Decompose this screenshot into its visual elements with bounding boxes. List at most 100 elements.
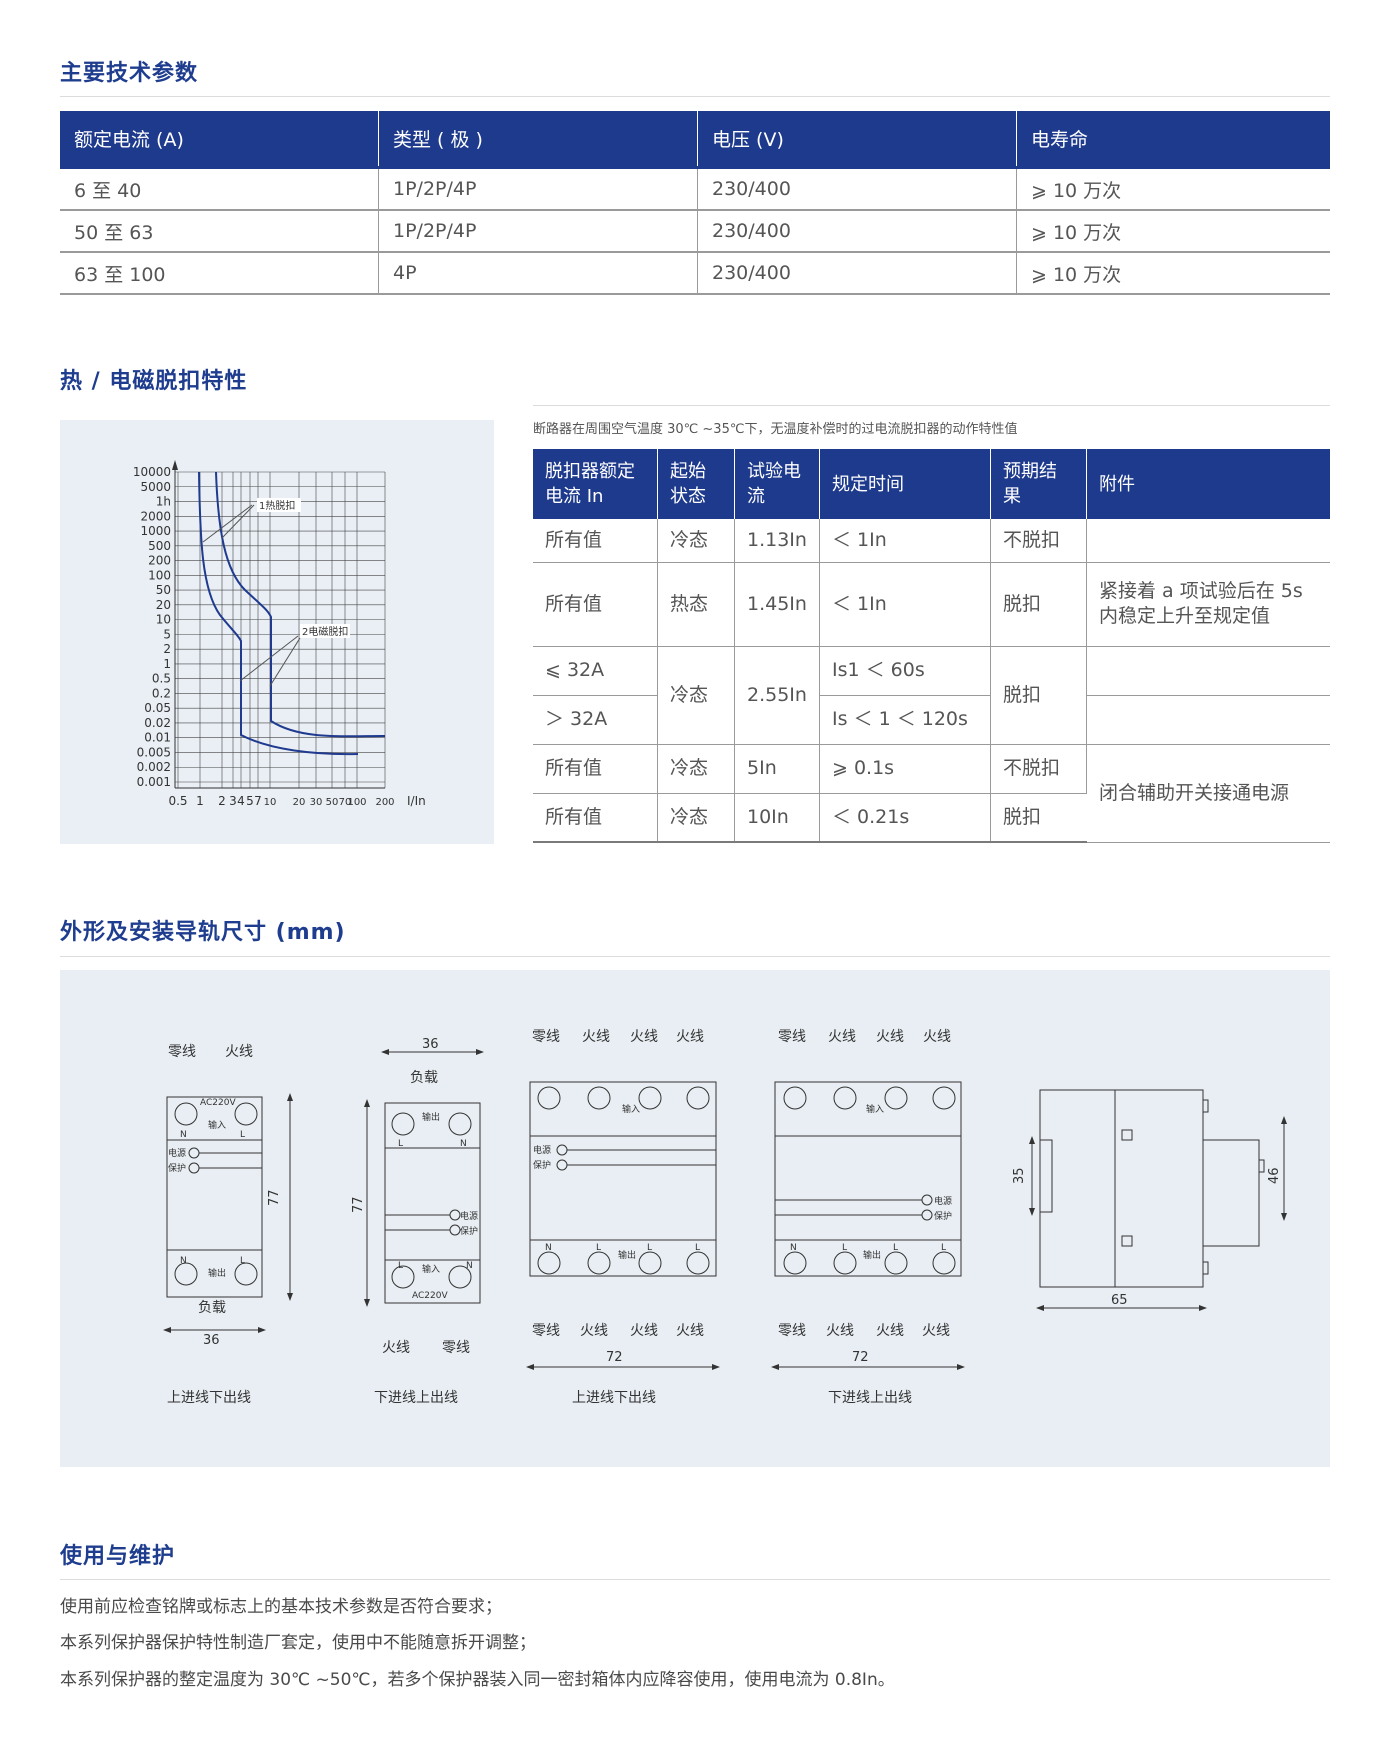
l-label: L	[647, 1243, 652, 1253]
terminal	[686, 1086, 710, 1110]
y-tick-label: 2000	[140, 509, 171, 523]
cell: 冷态	[657, 744, 735, 794]
dim-77: 77	[267, 1189, 282, 1206]
device-body	[166, 1096, 263, 1298]
marker	[1121, 1235, 1133, 1247]
col-header: 规定时间	[819, 449, 991, 519]
clip	[1202, 1261, 1209, 1275]
terminal	[783, 1251, 807, 1275]
dimension-drawings: 零线 火线 AC220V 输入 N L 电源 保护 N L 输出 负载 36	[163, 1029, 1287, 1406]
protect-label: 保护	[460, 1225, 478, 1237]
power-label: 电源	[168, 1147, 186, 1159]
terminal	[638, 1086, 662, 1110]
cell: Is1 ＜ 60s	[819, 646, 991, 696]
table-row: 所有值 冷态 5In ⩾ 0.1s 不脱扣 闭合辅助开关接通电源	[533, 744, 1330, 843]
divider	[60, 96, 1330, 97]
cell: 2.55In	[734, 646, 820, 745]
trip-note: 断路器在周围空气温度 30℃ ~35℃下，无温度补偿时的过电流脱扣器的动作特性值	[533, 422, 1018, 437]
cell: 6 至 40	[60, 167, 379, 211]
label-zero: 零线	[168, 1044, 196, 1060]
cell: 10In	[734, 793, 820, 843]
x-tick-label: 200	[375, 797, 394, 808]
magnetic-label: 2电磁脱扣	[302, 625, 348, 638]
label-live: 火线	[828, 1029, 856, 1045]
y-tick-label: 0.5	[152, 672, 171, 686]
n-label: N	[466, 1261, 473, 1271]
y-tick-label: 50	[156, 583, 171, 597]
x-tick-label: 100	[347, 797, 366, 808]
indicator	[188, 1162, 200, 1174]
divider	[60, 1579, 1330, 1580]
terminal	[587, 1251, 611, 1275]
n-label: N	[460, 1139, 467, 1149]
y-tick-label: 200	[148, 554, 171, 568]
col-header: 类型 ( 极 )	[378, 111, 698, 169]
cell	[1086, 519, 1330, 563]
x-tick-label: 70	[339, 797, 352, 808]
cell: 230/400	[697, 210, 1017, 253]
label-live: 火线	[876, 1029, 904, 1045]
terminal	[234, 1262, 258, 1286]
in-label: 输入	[866, 1103, 884, 1115]
label-bg	[257, 498, 301, 512]
divider	[60, 956, 1330, 957]
label-live: 火线	[630, 1323, 658, 1339]
dim-77: 77	[351, 1196, 366, 1213]
terminal	[833, 1251, 857, 1275]
cell: 1P/2P/4P	[378, 167, 698, 211]
l-label: L	[596, 1243, 601, 1253]
l-label: L	[893, 1243, 898, 1253]
terminal	[448, 1265, 472, 1289]
cell: ⩽ 32A	[533, 646, 658, 696]
indicator	[188, 1147, 200, 1159]
label-live: 火线	[225, 1044, 253, 1060]
cell: 所有值	[533, 562, 658, 647]
drawing-1p-top-in: 零线 火线 AC220V 输入 N L 电源 保护 N L 输出 负载 36	[163, 1044, 293, 1406]
table-header-row: 额定电流 (A) 类型 ( 极 ) 电压 (V) 电寿命	[60, 111, 1330, 169]
cell: 热态	[657, 562, 735, 647]
label-zero: 零线	[778, 1029, 806, 1045]
caption: 上进线下出线	[572, 1390, 656, 1406]
params-table: 额定电流 (A) 类型 ( 极 ) 电压 (V) 电寿命 6 至 40 1P/2…	[60, 111, 1330, 295]
terminal	[686, 1251, 710, 1275]
cell: 不脱扣	[990, 519, 1087, 563]
x-tick-label: 4	[237, 794, 245, 808]
y-tick-label: 0.005	[137, 745, 171, 759]
l-label: L	[398, 1261, 403, 1271]
terminal	[391, 1112, 415, 1136]
terminal	[174, 1102, 198, 1126]
label-live: 火线	[923, 1029, 951, 1045]
indicator	[449, 1224, 461, 1236]
cell: 脱扣	[990, 646, 1087, 745]
n-label: N	[180, 1130, 187, 1140]
indicator	[921, 1194, 933, 1206]
device-body	[774, 1081, 962, 1277]
label-bg	[300, 624, 350, 638]
label-zero: 零线	[442, 1340, 470, 1356]
cell: 1.13In	[734, 519, 820, 563]
caption: 上进线下出线	[167, 1390, 251, 1406]
l-label: L	[398, 1139, 403, 1149]
side-handle	[1202, 1139, 1260, 1247]
usage-line: 本系列保护器保护特性制造厂套定，使用中不能随意拆开调整；	[60, 1633, 536, 1653]
col-header: 脱扣器额定电流 In	[533, 449, 658, 519]
x-tick-label: 50	[326, 797, 339, 808]
table-row: 50 至 63 1P/2P/4P 230/400 ⩾ 10 万次	[60, 210, 1330, 253]
label-live: 火线	[580, 1323, 608, 1339]
in-label: 输入	[422, 1263, 440, 1275]
cell: 230/400	[697, 252, 1017, 295]
cell: ⩾ 10 万次	[1016, 252, 1330, 295]
cell: ⩾ 10 万次	[1016, 210, 1330, 253]
cell: ＜ 0.21s	[819, 793, 991, 843]
x-tick-label: 30	[310, 797, 323, 808]
usage-line: 本系列保护器的整定温度为 30℃ ~50℃，若多个保护器装入同一密封箱体内应降容…	[60, 1670, 895, 1690]
cell: 所有值	[533, 519, 658, 563]
x-tick-label: 3	[229, 794, 237, 808]
y-tick-label: 5	[163, 627, 171, 641]
x-tick-label: 0.5	[168, 794, 187, 808]
table-row: 所有值 热态 1.45In ＜ 1In 脱扣 紧接着 a 项试验后在 5s 内稳…	[533, 562, 1330, 647]
ac-label: AC220V	[200, 1098, 236, 1108]
y-tick-label: 0.002	[137, 760, 171, 774]
marker	[1121, 1129, 1133, 1141]
dim-36: 36	[422, 1037, 439, 1052]
